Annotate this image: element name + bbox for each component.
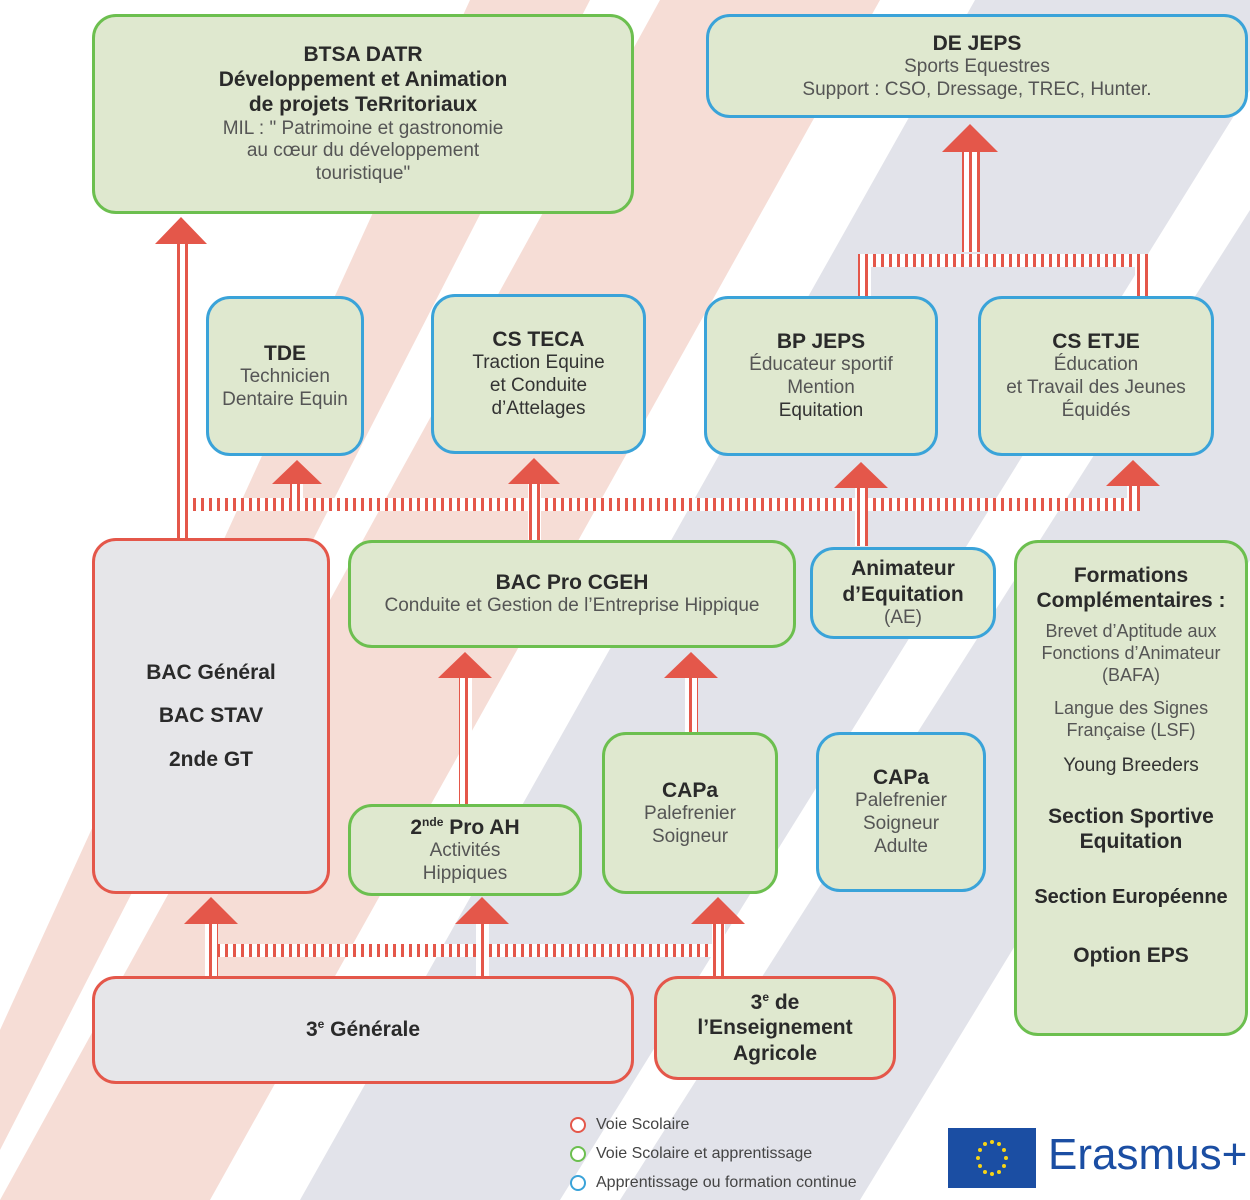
capa-adulte-box: CAPa Palefrenier Soigneur Adulte [816, 732, 986, 892]
dejeps-desc-2: Support : CSO, Dressage, TREC, Hunter. [802, 78, 1152, 100]
animateur-title-2: d’Equitation [842, 582, 964, 606]
bacpro-desc: Conduite et Gestion de l’Entreprise Hipp… [384, 595, 760, 617]
csteca-desc-1: Traction Equine [472, 352, 605, 374]
secondepro-desc-2: Hippiques [422, 862, 508, 884]
bpjeps-desc-1: Éducateur sportif [749, 354, 893, 376]
section-sportive-2: Equitation [1079, 830, 1183, 854]
bacpro-title: BAC Pro CGEH [495, 571, 649, 594]
stripe-grey [620, 210, 1250, 1200]
seconde-pro-ah-box: 2nde Pro AH Activités Hippiques [348, 804, 582, 896]
bafa-line-3: (BAFA) [1101, 664, 1160, 685]
animateur-title-1: Animateur [851, 557, 955, 581]
capa-adulte-title: CAPa [872, 766, 930, 790]
animateur-desc: (AE) [884, 606, 922, 628]
legend-label: Voie Scolaire [596, 1115, 690, 1133]
green-circle-icon [570, 1145, 586, 1162]
de-jeps-box: DE JEPS Sports Equestres Support : CSO, … [706, 14, 1248, 118]
section-sportive-1: Section Sportive [1048, 805, 1214, 829]
capa-title: CAPa [661, 778, 719, 802]
troisieme-generale-box: 3e Générale [92, 976, 634, 1084]
csteca-desc-2: et Conduite [489, 375, 588, 397]
troisieme-agricole-box: 3e de l’Enseignement Agricole [654, 976, 896, 1080]
capa-adulte-desc-3: Adulte [874, 835, 928, 857]
bacgen-line-2: BAC STAV [158, 704, 264, 728]
bac-pro-cgeh-box: BAC Pro CGEH Conduite et Gestion de l’En… [348, 540, 796, 648]
legend-label: Voie Scolaire et apprentissage [596, 1144, 813, 1162]
cs-etje-box: CS ETJE Éducation et Travail des Jeunes … [978, 296, 1214, 456]
dejeps-title: DE JEPS [932, 31, 1022, 55]
tde-title: TDE [264, 341, 306, 365]
troisieme-gen-title: 3e Générale [305, 1017, 421, 1042]
troisieme-agri-title: 3e de [750, 990, 800, 1015]
bpjeps-title: BP JEPS [776, 330, 866, 354]
option-eps: Option EPS [1073, 943, 1189, 967]
capa-desc-1: Palefrenier [644, 802, 736, 824]
csetje-desc-3: Équidés [1061, 399, 1131, 421]
bacgen-line-3: 2nde GT [168, 747, 253, 771]
secondepro-desc-1: Activités [429, 839, 501, 861]
lsf-line-1: Langue des Signes [1053, 698, 1209, 719]
eu-stars-icon [976, 1140, 1008, 1176]
capa-adulte-desc-2: Soigneur [862, 813, 940, 835]
erasmus-logo-text: Erasmus+ [1048, 1130, 1248, 1179]
section-europeenne: Section Européenne [1034, 885, 1228, 908]
bp-jeps-box: BP JEPS Éducateur sportif Mention Equita… [704, 296, 938, 456]
bpjeps-desc-3: Equitation [778, 399, 864, 421]
blue-circle-icon [570, 1174, 586, 1191]
troisieme-agri-line-2: l’Enseignement [697, 1016, 853, 1040]
csetje-desc-1: Éducation [1053, 354, 1139, 376]
btsa-subtitle: Développement et Animation [218, 68, 508, 92]
csteca-desc-3: d’Attelages [491, 397, 586, 419]
bacgen-line-1: BAC Général [146, 661, 276, 685]
animateur-box: Animateur d’Equitation (AE) [810, 547, 996, 639]
bafa-line-2: Fonctions d’Animateur [1041, 642, 1221, 663]
bpjeps-desc-2: Mention [787, 377, 855, 399]
cs-teca-box: CS TECA Traction Equine et Conduite d’At… [431, 294, 646, 454]
young-breeders: Young Breeders [1063, 755, 1199, 777]
csteca-title: CS TECA [492, 328, 585, 352]
legend-label: Apprentissage ou formation continue [596, 1173, 857, 1191]
btsa-datr-box: BTSA DATR Développement et Animation de … [92, 14, 634, 214]
btsa-desc-3: touristique" [315, 163, 411, 185]
tde-desc-1: Technicien [240, 365, 330, 387]
btsa-title: BTSA DATR [303, 43, 423, 67]
formations-title-2: Complémentaires : [1036, 589, 1226, 613]
capa-adulte-desc-1: Palefrenier [855, 790, 947, 812]
capa-desc-2: Soigneur [651, 825, 729, 847]
legend-item-voie-scolaire-apprentissage: Voie Scolaire et apprentissage [570, 1139, 857, 1168]
capa-box: CAPa Palefrenier Soigneur [602, 732, 778, 894]
bac-general-box: BAC Général BAC STAV 2nde GT [92, 538, 330, 894]
troisieme-agri-line-3: Agricole [732, 1041, 818, 1065]
legend-item-voie-scolaire: Voie Scolaire [570, 1110, 857, 1139]
csetje-title: CS ETJE [1052, 330, 1140, 354]
btsa-desc-1: MIL : " Patrimoine et gastronomie [222, 117, 504, 139]
btsa-subtitle-2: de projets TeRritoriaux [248, 93, 478, 117]
eu-flag-logo [948, 1128, 1036, 1188]
tde-desc-2: Dentaire Equin [222, 388, 348, 410]
legend-item-apprentissage: Apprentissage ou formation continue [570, 1168, 857, 1197]
formations-box: Formations Complémentaires : Brevet d’Ap… [1014, 540, 1248, 1036]
btsa-desc-2: au cœur du développement [246, 140, 480, 162]
formations-title-1: Formations [1073, 564, 1189, 587]
lsf-line-2: Française (LSF) [1066, 719, 1196, 740]
bafa-line-1: Brevet d’Aptitude aux [1045, 621, 1217, 642]
dejeps-desc-1: Sports Equestres [904, 55, 1050, 77]
legend: Voie Scolaire Voie Scolaire et apprentis… [570, 1110, 857, 1197]
tde-box: TDE Technicien Dentaire Equin [206, 296, 364, 456]
secondepro-title: 2nde Pro AH [410, 814, 520, 839]
csetje-desc-2: et Travail des Jeunes [1006, 377, 1186, 399]
red-circle-icon [570, 1116, 586, 1133]
